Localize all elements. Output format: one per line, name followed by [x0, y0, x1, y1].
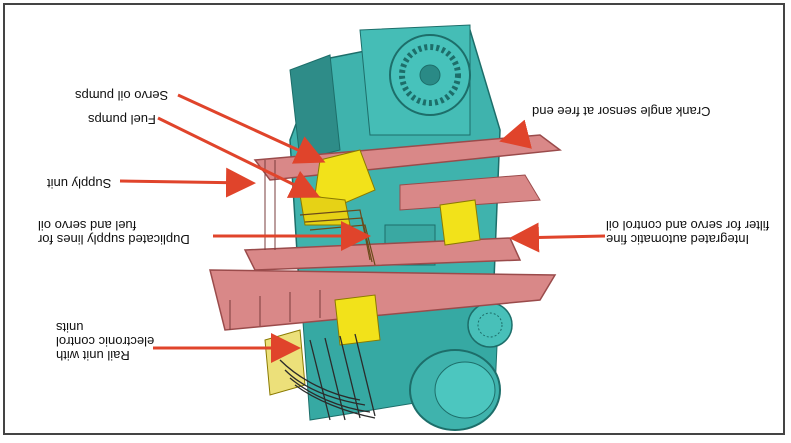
label-supply-lines: Duplicated supply lines for fuel and ser… — [38, 218, 190, 247]
label-fuel-pumps: Fuel pumps — [88, 112, 156, 127]
turbo-wheel — [467, 302, 513, 348]
label-rail-unit: Rail unit with electronic control units — [56, 320, 155, 363]
label-rail-unit-line3: units — [56, 320, 84, 335]
arrow-filter — [509, 222, 606, 253]
rail-pipes — [279, 333, 376, 421]
arrow-supply-unit — [119, 167, 256, 198]
label-rail-unit-line1: Rail unit with — [56, 348, 130, 363]
label-filter-line1: Integrated automatic fine — [606, 232, 750, 247]
platforms — [209, 134, 562, 331]
label-supply-lines-line1: Duplicated supply lines for — [38, 232, 190, 247]
label-crank-angle-sensor: Crank angle sensor at free end — [532, 104, 711, 119]
arrow-servo-oil-pumps — [177, 93, 326, 164]
label-supply-unit: Supply unit — [47, 176, 112, 191]
label-supply-lines-line2: fuel and servo oil — [38, 218, 137, 233]
label-filter: Integrated automatic fine filter for ser… — [606, 218, 770, 247]
label-servo-oil-pumps: Servo oil pumps — [75, 88, 169, 103]
label-filter-line2: filter for servo and control oil — [606, 218, 770, 233]
arrow-fuel-pumps — [157, 116, 321, 198]
label-rail-unit-line2: electronic control — [56, 334, 155, 349]
yellow-components — [264, 149, 481, 396]
arrow-crank-angle-sensor — [499, 119, 532, 149]
